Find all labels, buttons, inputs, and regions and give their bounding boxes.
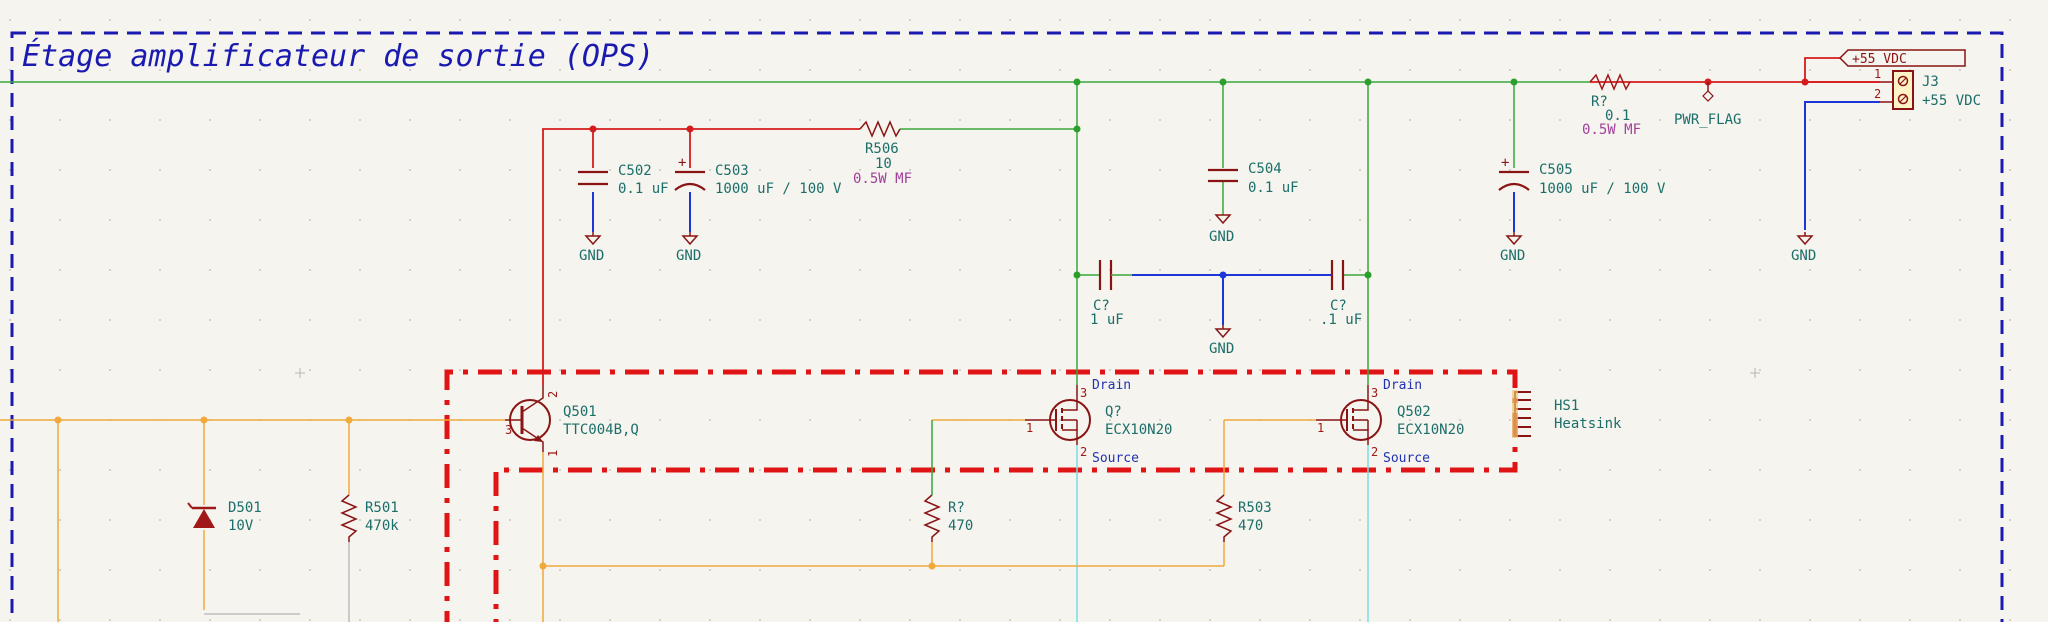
- capacitor-c503[interactable]: + C503 1000 uF / 100 V: [674, 155, 842, 197]
- junctions: [54, 78, 1809, 570]
- r501-value: 470k: [365, 518, 399, 534]
- j3-pin1: 1: [1874, 67, 1881, 81]
- r503-value: 470: [1238, 518, 1263, 534]
- gnd-icon: GND: [579, 232, 604, 264]
- resistor-r503[interactable]: R503 470: [1215, 494, 1272, 542]
- capacitor-c502[interactable]: C502 0.1 uF: [578, 163, 669, 197]
- gnd-symbols: GND GND GND GND GND GND: [579, 214, 1816, 357]
- q502-source: Source: [1383, 451, 1430, 466]
- shunt-rating: 0.5W MF: [1582, 122, 1641, 138]
- c502-value: 0.1 uF: [618, 181, 669, 197]
- mosfet-q-left[interactable]: 1 3 2 Drain Source Q? ECX10N20: [1025, 378, 1172, 466]
- q-left-value: ECX10N20: [1105, 422, 1172, 438]
- gnd-icon: GND: [1209, 325, 1234, 357]
- r-gate-value: 470: [948, 518, 973, 534]
- q-left-pin2: 2: [1080, 445, 1087, 459]
- gnd-icon: GND: [1791, 232, 1816, 264]
- hs1-value: Heatsink: [1554, 416, 1622, 432]
- q501-pin3: 3: [505, 423, 512, 437]
- pwr-flag-label: PWR_FLAG: [1674, 112, 1741, 128]
- hs1-ref: HS1: [1554, 398, 1579, 414]
- svg-text:+: +: [1501, 155, 1509, 171]
- q501-ref: Q501: [563, 404, 597, 420]
- q-left-ref: Q?: [1105, 404, 1122, 420]
- svg-text:GND: GND: [676, 248, 701, 264]
- c502-ref: C502: [618, 163, 652, 179]
- j3-ref: J3: [1922, 74, 1939, 90]
- c505-ref: C505: [1539, 162, 1573, 178]
- grid-crosshairs: [295, 368, 1760, 378]
- q502-pin1: 1: [1317, 421, 1324, 435]
- q502-pin3: 3: [1371, 386, 1378, 400]
- q-left-pin1: 1: [1026, 421, 1033, 435]
- c503-ref: C503: [715, 163, 749, 179]
- pwr-flag[interactable]: PWR_FLAG: [1674, 82, 1741, 128]
- connector-j3[interactable]: 1 2 J3 +55 VDC: [1874, 67, 1981, 110]
- capacitor-coupling-left[interactable]: C? 1 uF: [1090, 260, 1132, 328]
- shunt-ref: R?: [1591, 94, 1608, 110]
- c-left-value: 1 uF: [1090, 312, 1124, 328]
- sheet-title: Étage amplificateur de sortie (OPS): [22, 38, 654, 74]
- transistor-q501[interactable]: 3 2 1 Q501 TTC004B,Q: [505, 385, 639, 457]
- capacitor-c505[interactable]: + C505 1000 uF / 100 V: [1498, 155, 1666, 197]
- shunt-value: 0.1: [1605, 108, 1630, 124]
- resistor-gate-left[interactable]: R? 470: [923, 494, 973, 542]
- capacitor-c504[interactable]: C504 0.1 uF: [1208, 161, 1299, 196]
- q-left-source: Source: [1092, 451, 1139, 466]
- r-gate-ref: R?: [948, 500, 965, 516]
- capacitor-coupling-right[interactable]: C? .1 uF: [1315, 260, 1362, 328]
- resistor-shunt[interactable]: R? 0.1 0.5W MF: [1582, 73, 1641, 138]
- c-left-ref: C?: [1093, 298, 1110, 314]
- d501-ref: D501: [228, 500, 262, 516]
- svg-text:GND: GND: [1500, 248, 1525, 264]
- q501-pin2: 2: [546, 391, 560, 398]
- gnd-icon: GND: [676, 232, 701, 264]
- r501-ref: R501: [365, 500, 399, 516]
- svg-text:GND: GND: [1209, 229, 1234, 245]
- svg-text:GND: GND: [1209, 341, 1234, 357]
- resistor-r506[interactable]: R506 10 0.5W MF: [853, 120, 912, 187]
- q502-pin2: 2: [1371, 445, 1378, 459]
- q502-drain: Drain: [1383, 378, 1422, 393]
- gnd-icon: GND: [1209, 214, 1234, 245]
- zener-d501[interactable]: D501 10V: [187, 500, 262, 534]
- c504-value: 0.1 uF: [1248, 180, 1299, 196]
- gnd-icon: GND: [1500, 232, 1525, 264]
- q-left-drain: Drain: [1092, 378, 1131, 393]
- c505-value: 1000 uF / 100 V: [1539, 181, 1666, 197]
- resistor-r501[interactable]: R501 470k: [340, 494, 399, 542]
- net-label-55vdc[interactable]: +55 VDC: [1838, 49, 1966, 67]
- q501-pin1: 1: [546, 450, 560, 457]
- c503-value: 1000 uF / 100 V: [715, 181, 842, 197]
- r506-value: 10: [875, 156, 892, 172]
- sheet-border: [10, 31, 2004, 622]
- j3-pin2: 2: [1874, 87, 1881, 101]
- c-right-value: .1 uF: [1320, 312, 1362, 328]
- q-left-pin3: 3: [1080, 386, 1087, 400]
- d501-value: 10V: [228, 518, 254, 534]
- r503-ref: R503: [1238, 500, 1272, 516]
- c-right-ref: C?: [1330, 298, 1347, 314]
- j3-value: +55 VDC: [1922, 93, 1981, 109]
- svg-text:GND: GND: [1791, 248, 1816, 264]
- svg-text:GND: GND: [579, 248, 604, 264]
- c504-ref: C504: [1248, 161, 1282, 177]
- r506-ref: R506: [865, 141, 899, 157]
- mosfet-q502[interactable]: 1 3 2 Drain Source Q502 ECX10N20: [1316, 378, 1464, 466]
- r506-rating: 0.5W MF: [853, 171, 912, 187]
- heatsink-hs1[interactable]: HS1 Heatsink: [1512, 390, 1622, 438]
- wires: [0, 57, 1880, 622]
- q502-value: ECX10N20: [1397, 422, 1464, 438]
- q502-ref: Q502: [1397, 404, 1431, 420]
- net-label-text: +55 VDC: [1852, 52, 1907, 67]
- svg-text:+: +: [678, 155, 686, 171]
- q501-value: TTC004B,Q: [563, 422, 639, 438]
